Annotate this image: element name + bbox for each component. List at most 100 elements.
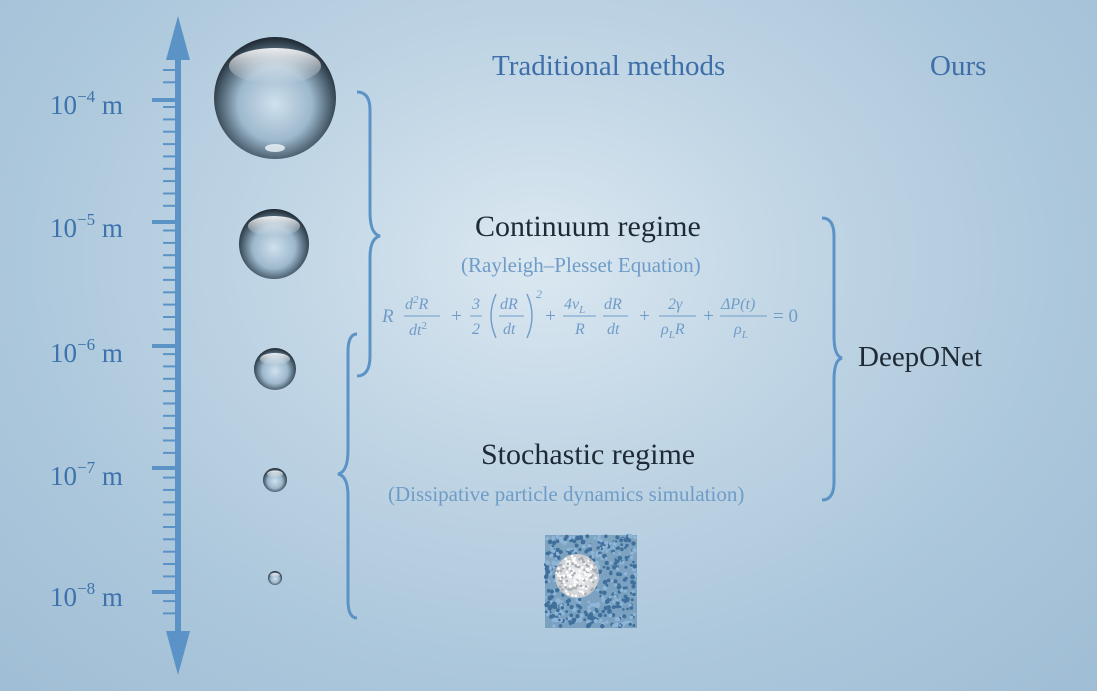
dpd-particle bbox=[614, 622, 619, 627]
svg-text:dt: dt bbox=[607, 321, 620, 338]
dpd-bubble-particle bbox=[570, 554, 574, 558]
dpd-bubble-particle bbox=[580, 590, 584, 593]
dpd-bubble-particle bbox=[569, 584, 572, 588]
dpd-particle bbox=[544, 580, 549, 584]
svg-text:+: + bbox=[544, 306, 557, 327]
dpd-particle bbox=[630, 574, 635, 580]
dpd-particle bbox=[580, 539, 586, 545]
dpd-particle bbox=[558, 624, 563, 628]
dpd-bubble-particle bbox=[562, 580, 565, 583]
dpd-bubble-particle bbox=[583, 568, 586, 572]
dpd-particle bbox=[566, 603, 570, 606]
svg-text:dt: dt bbox=[503, 321, 516, 338]
dpd-bubble-particle bbox=[590, 579, 593, 582]
dpd-bubble-particle bbox=[575, 580, 578, 583]
dpd-particle bbox=[558, 618, 561, 622]
dpd-bubble-particle bbox=[585, 563, 588, 567]
dpd-bubble-particle bbox=[585, 587, 588, 590]
dpd-bubble-particle bbox=[578, 577, 582, 580]
dpd-particle bbox=[632, 592, 636, 597]
dpd-bubble-particle bbox=[578, 574, 581, 578]
dpd-particle bbox=[577, 601, 581, 605]
dpd-particle bbox=[632, 548, 637, 553]
dpd-particle bbox=[614, 597, 618, 601]
dpd-particle bbox=[592, 602, 596, 607]
dpd-bubble-particle bbox=[564, 586, 568, 589]
dpd-particle bbox=[548, 604, 554, 609]
dpd-particle bbox=[610, 579, 614, 583]
dpd-particle bbox=[595, 609, 599, 613]
dpd-particle bbox=[579, 620, 582, 623]
continuum-regime-title: Continuum regime bbox=[475, 210, 701, 243]
dpd-particle bbox=[577, 597, 582, 602]
svg-text:ρL: ρL bbox=[733, 321, 748, 341]
deeponet-right-brace bbox=[821, 216, 843, 502]
scale-label-1e-7: 10−7 m bbox=[50, 458, 123, 491]
dpd-bubble-particle bbox=[590, 564, 593, 568]
svg-text:dR: dR bbox=[500, 296, 518, 313]
dpd-bubble-particle bbox=[581, 560, 585, 563]
dpd-particle bbox=[603, 614, 607, 617]
dpd-particle bbox=[552, 540, 557, 545]
bubble-1e-4 bbox=[214, 37, 336, 159]
dpd-bubble-particle bbox=[574, 561, 578, 564]
dpd-particle bbox=[629, 615, 634, 620]
dpd-particle bbox=[627, 538, 632, 543]
dpd-particle bbox=[603, 606, 608, 611]
dpd-particle bbox=[615, 540, 618, 543]
dpd-bubble-particle bbox=[585, 577, 589, 581]
dpd-bubble-particle bbox=[589, 576, 592, 579]
dpd-particle bbox=[607, 608, 612, 614]
dpd-particle bbox=[598, 612, 603, 618]
svg-text:+: + bbox=[638, 306, 651, 327]
svg-text:dt2: dt2 bbox=[409, 320, 427, 339]
dpd-particle bbox=[575, 614, 580, 619]
dpd-particle bbox=[631, 541, 636, 546]
dpd-particle bbox=[625, 543, 629, 548]
dpd-particle bbox=[609, 542, 612, 545]
dpd-particle bbox=[625, 586, 628, 589]
traditional-methods-title: Traditional methods bbox=[492, 50, 726, 82]
svg-text:R: R bbox=[574, 321, 585, 338]
dpd-particle bbox=[561, 593, 565, 597]
dpd-particle bbox=[575, 535, 580, 541]
dpd-particle bbox=[599, 569, 603, 573]
dpd-particle bbox=[621, 598, 625, 602]
dpd-particle bbox=[555, 534, 560, 540]
dpd-particle bbox=[626, 607, 629, 611]
dpd-bubble-particle bbox=[579, 584, 583, 588]
dpd-particle bbox=[576, 603, 581, 608]
dpd-particle bbox=[619, 538, 624, 543]
dpd-particle bbox=[629, 592, 633, 595]
dpd-bubble-particle bbox=[559, 569, 563, 573]
dpd-particle bbox=[565, 610, 569, 613]
dpd-particle bbox=[632, 560, 635, 564]
dpd-bubble-particle bbox=[565, 571, 569, 574]
dpd-bubble-particle bbox=[584, 585, 588, 588]
dpd-particle bbox=[602, 565, 606, 569]
dpd-particle bbox=[549, 589, 555, 594]
dpd-particle bbox=[561, 612, 565, 616]
dpd-particle bbox=[613, 594, 617, 599]
axis-up-arrow-icon bbox=[166, 16, 190, 60]
dpd-bubble-particle bbox=[581, 577, 585, 581]
svg-text:+: + bbox=[450, 306, 463, 327]
dpd-particle bbox=[613, 579, 618, 584]
dpd-bubble-particle bbox=[561, 574, 565, 577]
dpd-particle bbox=[589, 621, 593, 625]
dpd-particle bbox=[622, 586, 626, 590]
dpd-particle bbox=[618, 552, 621, 555]
bubble-1e-6 bbox=[254, 348, 296, 390]
scale-label-1e-8: 10−8 m bbox=[50, 579, 123, 612]
scale-label-1e-4: 10−4 m bbox=[50, 87, 123, 120]
dpd-bubble-particle bbox=[573, 571, 576, 575]
dpd-particle bbox=[630, 580, 635, 585]
dpd-particle bbox=[614, 583, 618, 587]
dpd-bubble-particle bbox=[569, 588, 573, 592]
dpd-bubble-particle bbox=[569, 575, 573, 579]
dpd-bubble-particle bbox=[583, 571, 586, 575]
dpd-particle bbox=[547, 595, 553, 601]
dpd-particle bbox=[552, 604, 558, 610]
dpd-bubble-particle bbox=[594, 576, 597, 580]
dpd-bubble-particle bbox=[574, 594, 578, 597]
